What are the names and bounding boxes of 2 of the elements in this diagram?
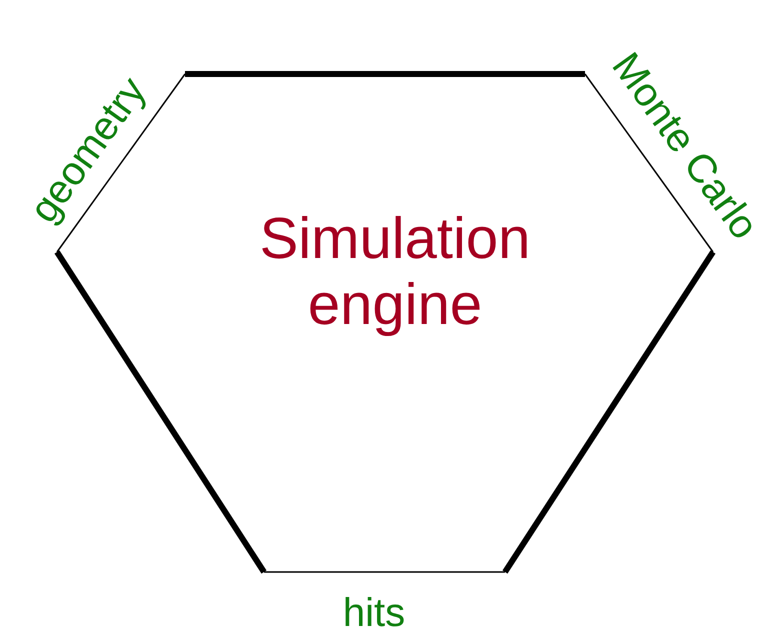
side-label: hits bbox=[342, 591, 406, 635]
title-text: Simulation engine bbox=[258, 206, 532, 338]
